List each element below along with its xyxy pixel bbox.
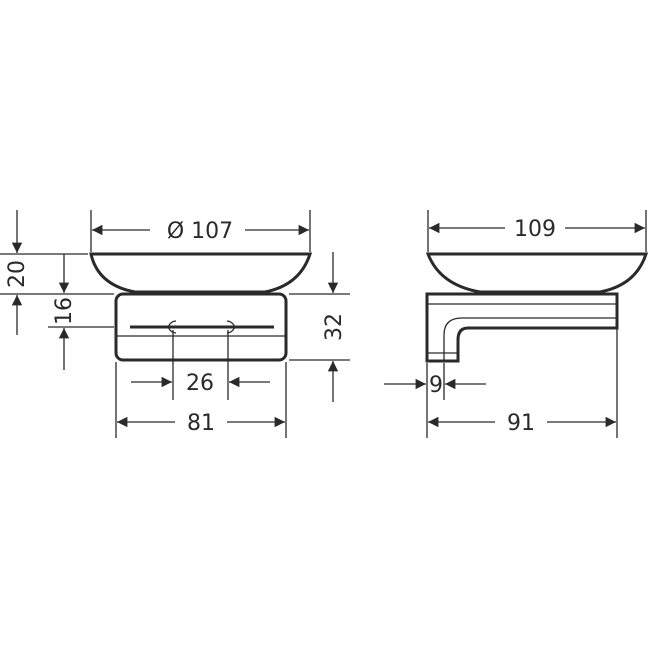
- bracket-front: [114, 292, 288, 362]
- label-upper-bracket: 16: [52, 297, 77, 325]
- label-bracket-height: 32: [322, 313, 347, 341]
- dimension-bracket-height: 32: [289, 252, 350, 402]
- label-projection: 91: [507, 411, 535, 436]
- label-screw-spacing: 26: [186, 371, 214, 396]
- label-wall-plate: 9: [429, 373, 443, 398]
- bracket-side: [425, 292, 619, 363]
- label-dish-height: 20: [5, 260, 30, 288]
- dimension-dish-height: 20: [0, 210, 114, 335]
- front-view: Ø 107 20 16 32: [0, 210, 350, 438]
- dimension-dish-width: 109: [427, 210, 647, 252]
- label-dish-diameter: Ø 107: [167, 219, 233, 244]
- dimension-wall-plate: 9: [384, 363, 486, 438]
- dimension-dish-diameter: Ø 107: [90, 210, 311, 252]
- dimension-screw-spacing: 26: [131, 330, 270, 400]
- dish-side: [425, 252, 649, 294]
- label-dish-width: 109: [514, 217, 556, 242]
- dimension-bracket-width: 81: [115, 362, 287, 438]
- dimension-projection: 91: [428, 296, 618, 438]
- dimension-upper-bracket: 16: [48, 254, 114, 370]
- side-view: 109 9 91: [384, 210, 649, 438]
- dish-front: [89, 252, 313, 294]
- label-bracket-width: 81: [187, 411, 215, 436]
